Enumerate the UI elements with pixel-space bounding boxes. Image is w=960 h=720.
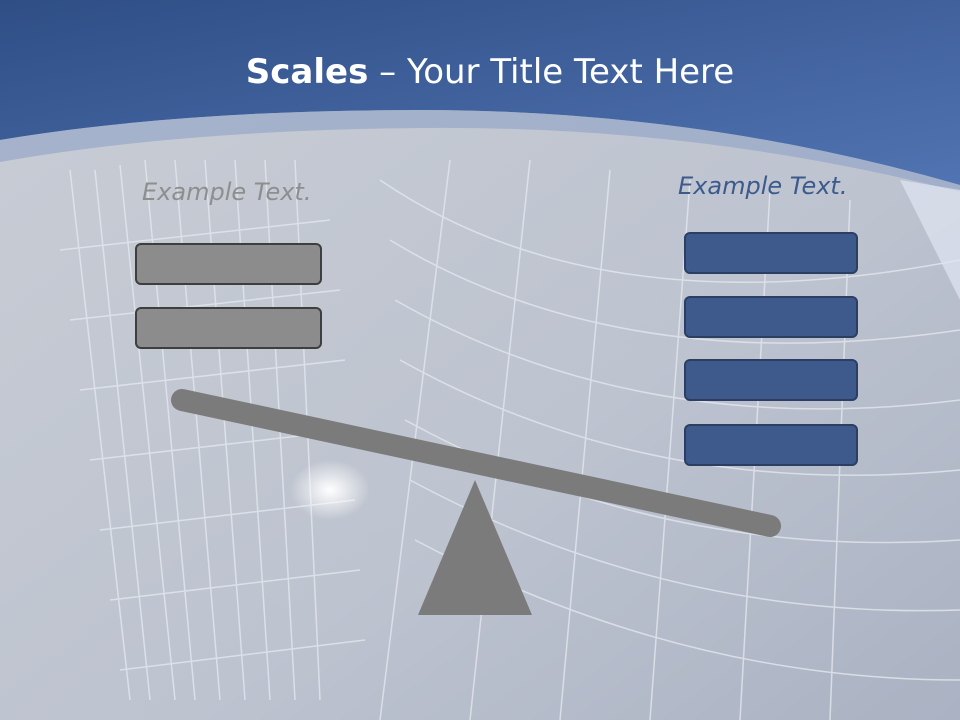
right-label[interactable]: Example Text.: [678, 172, 848, 200]
right-box-2[interactable]: [684, 296, 858, 338]
left-label[interactable]: Example Text.: [142, 178, 312, 206]
title-bold: Scales: [245, 52, 369, 92]
title-rest: – Your Title Text Here: [368, 52, 735, 92]
left-box-1[interactable]: [135, 243, 322, 285]
scale-beam: [171, 389, 781, 537]
right-box-1[interactable]: [684, 232, 858, 274]
right-box-4[interactable]: [684, 424, 858, 466]
left-box-2[interactable]: [135, 307, 322, 349]
slide-title[interactable]: Scales – Your Title Text Here: [0, 52, 960, 92]
scale-fulcrum: [418, 480, 532, 615]
right-box-3[interactable]: [684, 359, 858, 401]
